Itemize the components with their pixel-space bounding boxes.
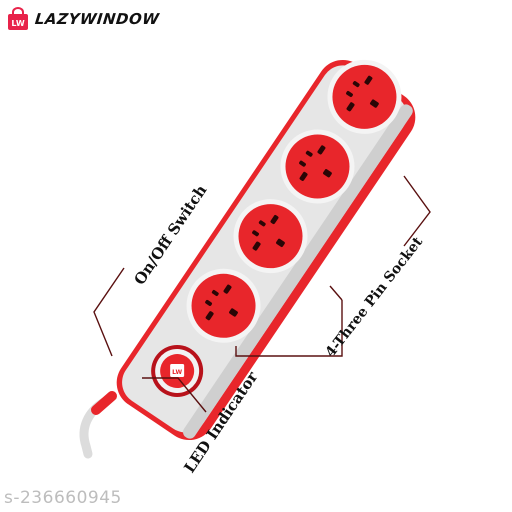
socket-pin-hole [364, 75, 373, 85]
socket-pin-hole [352, 81, 360, 88]
socket-pin-hole [205, 311, 214, 321]
socket-face [332, 64, 397, 129]
socket-row [186, 59, 402, 343]
leader-indicator [142, 377, 207, 413]
three-pin-socket [327, 59, 402, 134]
leader-switch [93, 267, 125, 357]
three-pin-socket [233, 199, 308, 274]
socket-pin-hole [211, 289, 219, 297]
leader-socket-link [329, 285, 343, 301]
shopping-bag-logo-icon: LW [8, 7, 28, 30]
leader-lines [93, 175, 431, 413]
socket-pin-hole [346, 90, 353, 98]
socket-pin-hole [229, 308, 238, 317]
socket-face [238, 204, 303, 269]
leader-socket-bracket-top [403, 175, 431, 247]
socket-pin-hole [299, 160, 306, 167]
socket-pin-hole [346, 102, 355, 112]
strip-side-shade [183, 104, 413, 439]
stock-watermark: s-236660945 [4, 488, 122, 508]
power-strip-body: LW [116, 59, 416, 441]
label-three-pin-socket: 4-Three Pin Socket [323, 234, 427, 361]
socket-pin-hole [276, 238, 285, 248]
socket-pin-hole [323, 169, 332, 178]
brand-logo-text: LW [11, 19, 24, 28]
socket-pin-hole [223, 284, 232, 294]
on-off-switch[interactable]: LW [141, 335, 213, 407]
socket-pin-hole [205, 299, 213, 306]
socket-pin-hole [317, 145, 326, 155]
leader-socket-bracket-left [235, 300, 343, 357]
three-pin-socket [280, 129, 355, 204]
socket-pin-hole [369, 99, 379, 108]
socket-pin-hole [270, 214, 279, 225]
cable-strain-relief [91, 391, 117, 415]
socket-face [191, 273, 256, 338]
switch-logo-text: LW [172, 369, 182, 376]
socket-pin-hole [252, 230, 259, 237]
socket-pin-hole [299, 171, 308, 181]
socket-face [285, 134, 350, 199]
three-pin-socket [186, 268, 261, 343]
socket-pin-hole [252, 241, 261, 251]
brand-header: LW LAZYWINDOW [6, 6, 160, 32]
socket-pin-hole [305, 150, 313, 157]
socket-pin-hole [258, 220, 266, 227]
switch-logo-icon [170, 364, 185, 378]
